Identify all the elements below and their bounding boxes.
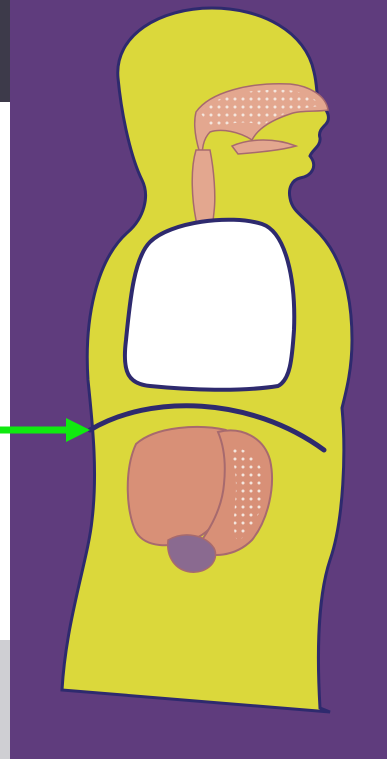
lungs <box>125 220 294 390</box>
